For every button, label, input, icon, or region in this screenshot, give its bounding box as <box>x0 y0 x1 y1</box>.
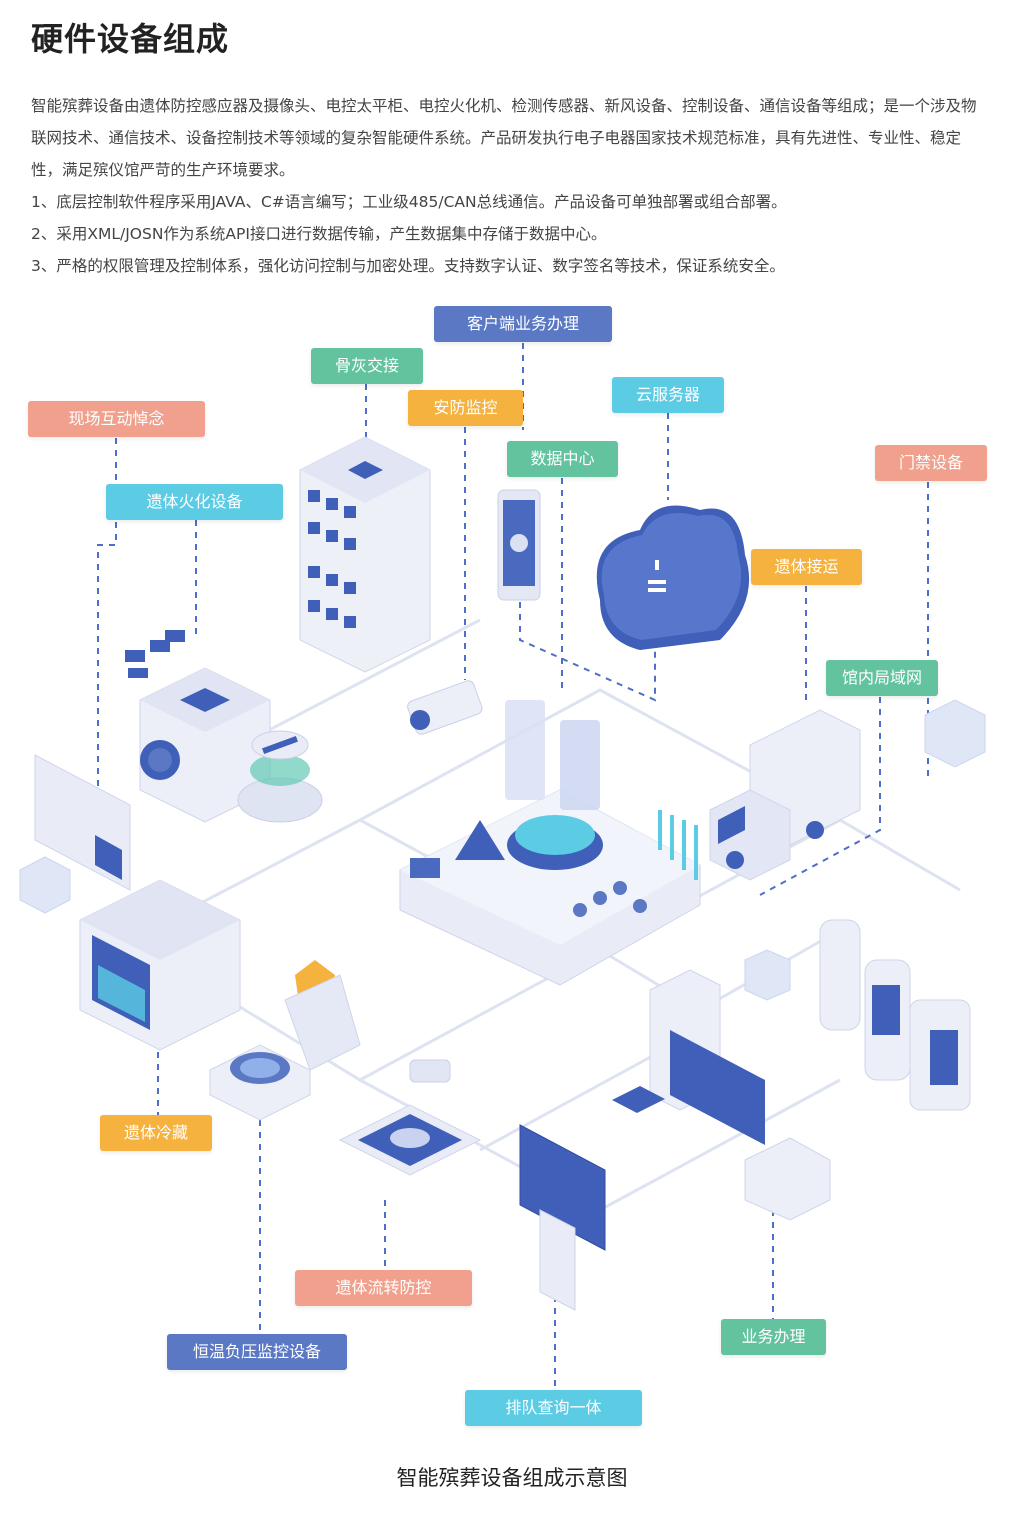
display-board <box>34 754 131 891</box>
label-cremation-equipment: 遗体火化设备 <box>106 484 283 520</box>
central-console <box>399 700 701 986</box>
access-gates <box>819 919 971 1111</box>
label-flow-control: 遗体流转防控 <box>295 1270 472 1306</box>
label-business-handling: 业务办理 <box>721 1319 826 1355</box>
queue-kiosk <box>519 1124 606 1311</box>
label-body-transport: 遗体接运 <box>751 549 862 585</box>
intro-point-2: 2、采用XML/JOSN作为系统API接口进行数据传输，产生数据集中存储于数据中… <box>31 225 607 243</box>
intro-point-1: 1、底层控制软件程序采用JAVA、C#语言编写；工业级485/CAN总线通信。产… <box>31 193 787 211</box>
label-client-business: 客户端业务办理 <box>434 306 612 342</box>
business-workstation <box>612 969 831 1221</box>
pressure-monitor-device <box>209 960 361 1121</box>
label-cold-storage: 遗体冷藏 <box>100 1115 212 1151</box>
label-pressure-monitor: 恒温负压监控设备 <box>167 1334 347 1370</box>
label-ash-handover: 骨灰交接 <box>311 348 423 384</box>
delivery-truck <box>709 709 861 881</box>
security-camera <box>407 680 483 735</box>
page-title: 硬件设备组成 <box>31 20 230 58</box>
cold-storage-cabinet <box>79 879 241 1051</box>
diagram-caption: 智能殡葬设备组成示意图 <box>396 1466 628 1490</box>
intro-point-3: 3、严格的权限管理及控制体系，强化访问控制与加密处理。支持数字认证、数字签名等技… <box>31 257 785 275</box>
label-onsite-memorial: 现场互动悼念 <box>28 401 205 437</box>
label-data-center: 数据中心 <box>507 441 618 477</box>
server-rack <box>299 436 431 673</box>
label-security-monitoring: 安防监控 <box>408 390 523 426</box>
label-lan: 馆内局域网 <box>826 660 938 696</box>
label-cloud-server: 云服务器 <box>612 377 724 413</box>
intro-paragraph: 智能殡葬设备由遗体防控感应器及摄像头、电控太平柜、电控火化机、检测传感器、新风设… <box>31 97 977 179</box>
cloud-icon <box>596 505 750 650</box>
intro-text: 智能殡葬设备由遗体防控感应器及摄像头、电控太平柜、电控火化机、检测传感器、新风设… <box>31 90 991 282</box>
label-access-control: 门禁设备 <box>875 445 987 481</box>
decor-cubes <box>19 699 986 1001</box>
cremation-machine <box>125 630 323 823</box>
label-queue-kiosk: 排队查询一体 <box>465 1390 642 1426</box>
smartphone <box>497 489 541 601</box>
flow-control-device <box>338 1059 482 1176</box>
